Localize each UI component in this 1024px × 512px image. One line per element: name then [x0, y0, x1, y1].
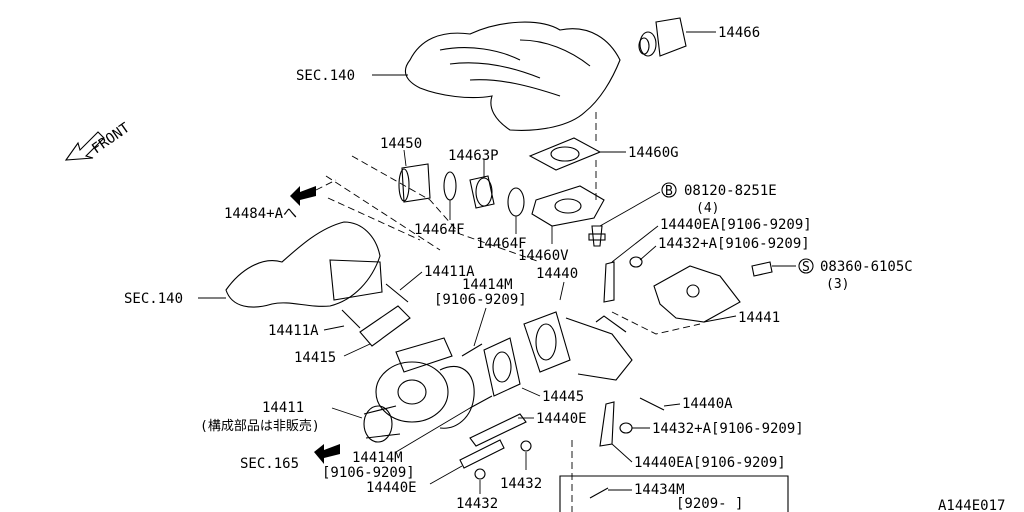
label-14440: 14440	[536, 266, 578, 282]
label-14411A-a: 14411A	[424, 264, 475, 280]
sec140-top-label: SEC.140	[296, 68, 355, 84]
nut-14432-b[interactable]	[474, 468, 486, 480]
label-14440EA-top: 14440EA[9106-9209]	[660, 217, 812, 233]
pipe-14440[interactable]	[523, 311, 633, 381]
part-14466[interactable]	[638, 17, 687, 57]
bracket-14440EA-bot[interactable]	[599, 401, 615, 447]
bolt-14434M[interactable]	[589, 487, 609, 499]
front-label: FRONT	[89, 120, 133, 158]
arrow-14484-icon	[290, 186, 316, 206]
adapter-14460V[interactable]	[531, 185, 605, 227]
label-14415: 14415	[294, 350, 336, 366]
s-symbol: S	[802, 260, 810, 275]
label-14445: 14445	[542, 389, 584, 405]
label-14460V: 14460V	[518, 248, 569, 264]
hose-14463P[interactable]	[469, 175, 495, 209]
label-14484A: 14484+Aへ	[224, 206, 297, 222]
bracket-14440E-b[interactable]	[459, 439, 505, 469]
stud-14411A-b[interactable]	[341, 309, 361, 329]
front-arrow-icon	[64, 131, 105, 161]
gasket-14460G[interactable]	[528, 137, 602, 171]
bracket-14440E-a[interactable]	[469, 413, 527, 447]
label-08360: 08360-6105C	[820, 259, 913, 275]
stud-14440A[interactable]	[639, 397, 665, 411]
label-14411-note: (構成部品は非販売)	[200, 418, 320, 434]
label-14440E-b: 14440E	[366, 480, 417, 496]
stud-14414M-top[interactable]	[461, 343, 483, 357]
gasket-14415[interactable]	[359, 305, 411, 347]
stud-14414M-bot[interactable]	[469, 395, 493, 409]
b-symbol: B	[665, 184, 673, 199]
diagram-code: A144E017	[938, 498, 1005, 512]
b-symbol-icon	[661, 182, 677, 198]
label-14464F-a: 14464F	[414, 222, 465, 238]
clamp-14464F-b[interactable]	[507, 187, 525, 217]
label-14434M: 14434M	[634, 482, 685, 498]
label-08120-qty: (4)	[696, 201, 719, 216]
sec140-mid-label: SEC.140	[124, 291, 183, 307]
clamp-14464F-a[interactable]	[443, 171, 457, 201]
label-14464F-b: 14464F	[476, 236, 527, 252]
box-14434M	[559, 475, 789, 512]
label-14414M-top-date: [9106-9209]	[434, 292, 527, 308]
intake-manifold-top[interactable]	[404, 21, 621, 131]
label-08360-qty: (3)	[826, 277, 849, 292]
arrow-sec165-icon	[314, 444, 340, 464]
nut-14432A-top[interactable]	[629, 256, 643, 268]
label-14460G: 14460G	[628, 145, 679, 161]
label-14434M-date: [9209- ]	[676, 496, 743, 512]
sec165-label: SEC.165	[240, 456, 299, 472]
label-14440A: 14440A	[682, 396, 733, 412]
gasket-14445[interactable]	[483, 337, 521, 397]
label-14414M-bot-date: [9106-9209]	[322, 465, 415, 481]
exhaust-manifold-left[interactable]	[225, 221, 383, 308]
bracket-14440EA-top[interactable]	[603, 261, 615, 303]
label-14414M-top: 14414M	[462, 277, 513, 293]
stud-14411A-a[interactable]	[385, 283, 409, 303]
duct-14450[interactable]	[398, 163, 431, 203]
label-14450: 14450	[380, 136, 422, 152]
label-14441: 14441	[738, 310, 780, 326]
nut-14432A-bot[interactable]	[619, 422, 633, 434]
label-14466: 14466	[718, 25, 760, 41]
label-14411: 14411	[262, 400, 304, 416]
turbocharger-14411[interactable]	[363, 337, 475, 443]
label-14432-b: 14432	[456, 496, 498, 512]
bolt-08120[interactable]	[588, 225, 606, 247]
label-08120: 08120-8251E	[684, 183, 777, 199]
screw-08360[interactable]	[751, 261, 773, 277]
label-14463P: 14463P	[448, 148, 499, 164]
label-14411A-b: 14411A	[268, 323, 319, 339]
label-14440E-a: 14440E	[536, 411, 587, 427]
label-14440EA-bot: 14440EA[9106-9209]	[634, 455, 786, 471]
s-symbol-icon	[798, 258, 814, 274]
label-14432A-bot: 14432+A[9106-9209]	[652, 421, 804, 437]
heat-shield-14441[interactable]	[653, 265, 741, 323]
nut-14432-a[interactable]	[520, 440, 532, 452]
label-14414M-bot: 14414M	[352, 450, 403, 466]
label-14432-a: 14432	[500, 476, 542, 492]
label-14432A-top: 14432+A[9106-9209]	[658, 236, 810, 252]
